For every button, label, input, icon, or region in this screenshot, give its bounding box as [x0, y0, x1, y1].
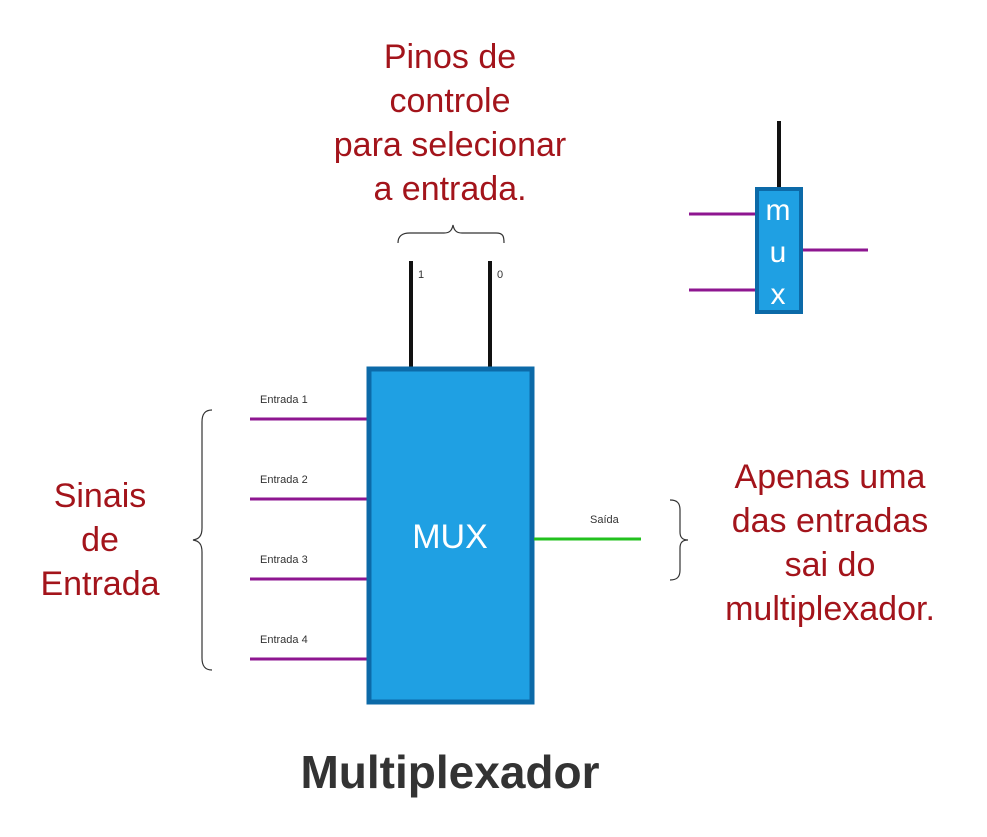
control-label-line-3: para selecionar [334, 126, 566, 164]
input-lines: Entrada 1 Entrada 2 Entrada 3 Entrada 4 [250, 394, 370, 661]
mini-mux-block [755, 187, 803, 314]
inputs-brace [192, 409, 213, 671]
control-label-line-4: a entrada. [373, 170, 526, 208]
output-note-line-3: sai do [785, 546, 876, 584]
mux-block [366, 366, 535, 705]
mux-label: MUX [412, 518, 488, 556]
mini-mux-letter-m: m [766, 194, 791, 227]
input-2-label: Entrada 2 [260, 474, 308, 486]
control-pin-0-label: 0 [497, 269, 503, 281]
output-brace [669, 499, 689, 581]
input-1-label: Entrada 1 [260, 394, 308, 406]
mini-mux-letter-x: x [771, 278, 786, 311]
control-pin-1-label: 1 [418, 269, 424, 281]
mini-mux-symbol: m u x [689, 121, 868, 314]
output-note-line-1: Apenas uma [735, 458, 926, 496]
input-signals-label: Sinais de Entrada [40, 477, 159, 603]
control-brace [397, 224, 505, 244]
mini-mux-letter-u: u [770, 236, 787, 269]
input-3-label: Entrada 3 [260, 554, 308, 566]
output-label: Saída [590, 514, 620, 526]
input-4-label: Entrada 4 [260, 634, 308, 646]
input-label-line-2: de [81, 521, 119, 559]
output-note-line-4: multiplexador. [725, 590, 935, 628]
control-label-line-1: Pinos de [384, 38, 516, 76]
input-label-line-3: Entrada [40, 565, 159, 603]
output-note-line-2: das entradas [732, 502, 929, 540]
input-label-line-1: Sinais [54, 477, 147, 515]
control-label-line-2: controle [390, 82, 511, 120]
output-note: Apenas uma das entradas sai do multiplex… [725, 458, 935, 628]
control-pins-label: Pinos de controle para selecionar a entr… [334, 38, 566, 208]
diagram-title: Multiplexador [300, 746, 599, 798]
